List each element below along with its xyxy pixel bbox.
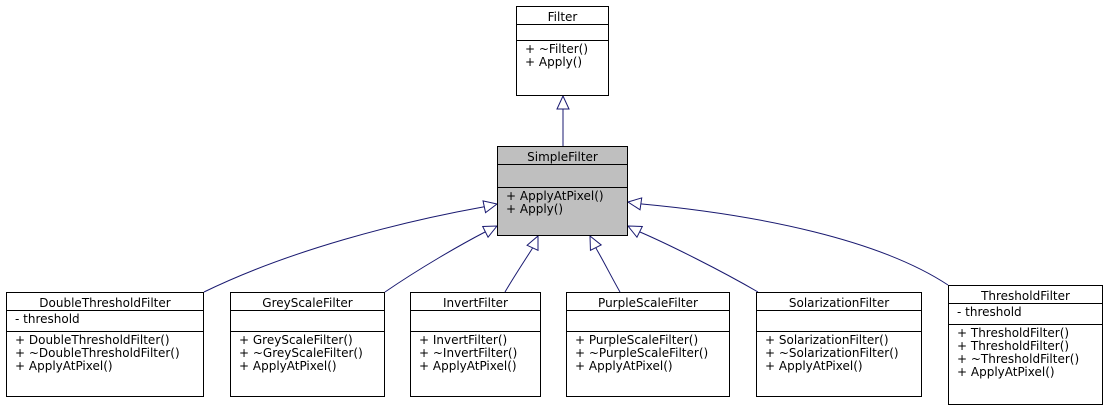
method: + DoubleThresholdFilter(): [15, 333, 170, 347]
method: + ~ThresholdFilter(): [957, 352, 1080, 366]
method: + ~PurpleScaleFilter(): [575, 346, 709, 360]
method: + ApplyAtPixel(): [957, 365, 1055, 379]
inheritance-arrowhead: [556, 94, 570, 110]
method: + ThresholdFilter(): [957, 326, 1070, 340]
class-grey-scale-filter: GreyScaleFilter + GreyScaleFilter() + ~G…: [230, 292, 385, 397]
methods-section: + ApplyAtPixel() + Apply(): [498, 187, 627, 218]
class-name: SimpleFilter: [527, 150, 598, 164]
edge-invert-to-simple: [504, 248, 533, 293]
method: + ApplyAtPixel(): [575, 359, 673, 373]
class-invert-filter: InvertFilter + InvertFilter() + ~InvertF…: [410, 292, 541, 397]
method: + ~SolarizationFilter(): [765, 346, 899, 360]
attribute: - threshold: [15, 312, 80, 326]
method: + InvertFilter(): [419, 333, 508, 347]
edge-grey-scale-to-simple: [384, 231, 486, 293]
method: + ApplyAtPixel(): [765, 359, 863, 373]
attributes-section: [231, 310, 384, 331]
attributes-section: [517, 24, 608, 40]
attribute: - threshold: [957, 305, 1022, 319]
class-filter: Filter + ~Filter() + Apply(): [516, 6, 609, 96]
methods-section: + SolarizationFilter() + ~SolarizationFi…: [757, 331, 921, 375]
class-double-threshold-filter: DoubleThresholdFilter - threshold + Doub…: [6, 292, 204, 397]
class-name: InvertFilter: [443, 296, 508, 310]
edge-solarization-to-simple: [639, 231, 759, 293]
method: + ApplyAtPixel(): [506, 189, 604, 203]
attributes-section: [411, 310, 540, 331]
method: + ~InvertFilter(): [419, 346, 518, 360]
class-name: PurpleScaleFilter: [598, 296, 698, 310]
class-simple-filter: SimpleFilter + ApplyAtPixel() + Apply(): [497, 146, 628, 236]
method: + ~GreyScaleFilter(): [239, 346, 363, 360]
class-purple-scale-filter: PurpleScaleFilter + PurpleScaleFilter() …: [566, 292, 730, 397]
method: + Apply(): [525, 55, 583, 69]
attributes-section: - threshold: [949, 303, 1102, 324]
method: + ApplyAtPixel(): [15, 359, 113, 373]
edge-double-threshold-to-simple: [203, 206, 484, 293]
method: + ThresholdFilter(): [957, 339, 1070, 353]
methods-section: + DoubleThresholdFilter() + ~DoubleThres…: [7, 331, 203, 375]
methods-section: + PurpleScaleFilter() + ~PurpleScaleFilt…: [567, 331, 729, 375]
methods-section: + GreyScaleFilter() + ~GreyScaleFilter()…: [231, 331, 384, 375]
edge-connector: [595, 247, 598, 251]
methods-section: + InvertFilter() + ~InvertFilter() + App…: [411, 331, 540, 375]
class-name: ThresholdFilter: [981, 289, 1070, 303]
inheritance-arrowhead: [626, 197, 643, 211]
inheritance-arrowhead: [482, 200, 499, 214]
method: + GreyScaleFilter(): [239, 333, 353, 347]
attributes-section: - threshold: [7, 310, 203, 331]
class-solarization-filter: SolarizationFilter + SolarizationFilter(…: [756, 292, 922, 397]
methods-section: + ~Filter() + Apply(): [517, 40, 608, 71]
method: + ApplyAtPixel(): [419, 359, 517, 373]
attributes-section: [567, 310, 729, 331]
method: + SolarizationFilter(): [765, 333, 889, 347]
attributes-section: [498, 164, 627, 187]
class-name: Filter: [547, 10, 578, 24]
method: + ApplyAtPixel(): [239, 359, 337, 373]
method: + Apply(): [506, 202, 564, 216]
edge-purple-scale-to-simple: [596, 249, 621, 293]
method: + ~Filter(): [525, 42, 589, 56]
attributes-section: [757, 310, 921, 331]
class-name: SolarizationFilter: [788, 296, 890, 310]
method: + ~DoubleThresholdFilter(): [15, 346, 180, 360]
method: + PurpleScaleFilter(): [575, 333, 699, 347]
class-threshold-filter: ThresholdFilter - threshold + ThresholdF…: [948, 285, 1103, 405]
class-name: DoubleThresholdFilter: [39, 296, 171, 310]
class-name: GreyScaleFilter: [262, 296, 353, 310]
edge-threshold-to-simple: [641, 203, 949, 286]
edge-connector: [531, 247, 534, 250]
methods-section: + ThresholdFilter() + ThresholdFilter() …: [949, 324, 1102, 381]
